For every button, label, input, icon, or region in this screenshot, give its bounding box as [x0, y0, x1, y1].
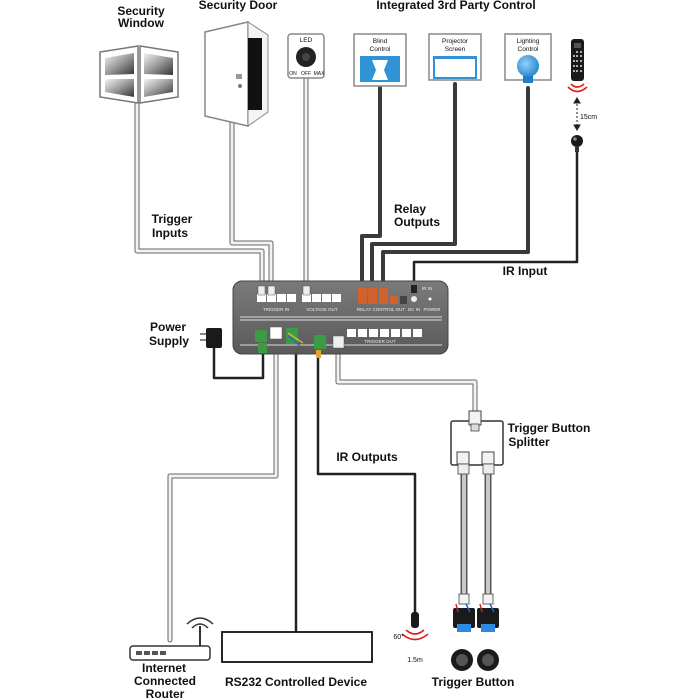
cable-power-supply	[212, 346, 265, 380]
rs232-controlled-device-box	[221, 631, 373, 663]
router-icon	[129, 617, 214, 661]
ir-emitter-icon	[411, 612, 419, 628]
rs232-device-label: RS232 Controlled Device	[225, 675, 367, 689]
panel-relay-control-out: RELAY CONTROL OUT	[357, 307, 405, 312]
router-label-3: Router	[146, 687, 185, 700]
splitter-label-1: Trigger Button	[508, 421, 591, 435]
splitter-label-2: Splitter	[508, 435, 550, 449]
projector-screen-label-1: Projector	[442, 38, 469, 45]
security-door-icon	[204, 21, 269, 127]
relay-outputs-label-1: Relay	[394, 202, 426, 216]
rs232-terminal-blocks	[255, 326, 326, 358]
led-dial-max: MAX	[314, 71, 326, 77]
ir-outputs-label: IR Outputs	[336, 450, 398, 464]
router-label-2: Connected	[134, 674, 196, 688]
relay-control-ports	[358, 288, 407, 304]
ir-in-port	[411, 285, 417, 302]
cable-ir-input	[412, 148, 579, 289]
power-supply-label-1: Power	[150, 320, 186, 334]
ir-input-label: IR Input	[503, 264, 548, 278]
cable-blind-control	[360, 86, 382, 289]
panel-trigger-in: TRIGGER IN	[263, 307, 289, 312]
trigger-button-label: Trigger Button	[432, 675, 515, 689]
panel-trigger-out: TRIGGER OUT	[364, 339, 396, 344]
projector-screen-label-2: Screen	[445, 46, 466, 53]
cable-trigger-out	[335, 345, 478, 415]
distance-arrow-icon	[573, 97, 581, 131]
panel-voltage-out: VOLTAGE OUT	[306, 307, 338, 312]
ir-emitter-range: 1.5m	[407, 657, 423, 664]
cable-router	[167, 347, 279, 643]
projector-screen-icon	[433, 57, 477, 79]
lighting-control-device: Lighting Control	[504, 33, 552, 83]
led-dial-on: ON	[289, 71, 297, 77]
power-supply-label-2: Supply	[149, 334, 189, 348]
ir-signal-icon	[567, 83, 588, 93]
cables	[134, 75, 579, 643]
ir-receiver-icon	[571, 135, 583, 152]
blind-control-device: Blind Control	[353, 33, 407, 87]
light-bulb-icon	[517, 55, 539, 77]
trigger-button-splitter	[450, 410, 504, 475]
panel-power: POWER	[423, 307, 441, 312]
security-window-icon	[99, 45, 179, 104]
controller-unit: TRIGGER IN VOLTAGE OUT RELAY CONTROL OUT…	[232, 280, 449, 358]
blind-control-label-2: Control	[370, 46, 392, 53]
router-label-1: Internet	[142, 661, 186, 675]
panel-dc-in: DC IN	[408, 307, 420, 312]
security-window-label-1: Security	[117, 4, 165, 18]
cable-projector-screen	[370, 82, 457, 289]
cable-security-door	[229, 117, 274, 290]
remote-control-icon	[571, 39, 584, 81]
security-window-label-2: Window	[118, 16, 165, 30]
trigger-button-icons	[451, 649, 499, 671]
voltage-out-ports	[302, 285, 341, 302]
cable-lighting-control	[381, 86, 530, 289]
led-dial-off: OFF	[301, 71, 311, 77]
ir-emission-icon	[401, 629, 429, 641]
lighting-control-label-1: Lighting	[517, 38, 540, 45]
panel-ir-in: IR IN	[422, 286, 432, 291]
trigger-inputs-label-2: Inputs	[152, 226, 188, 240]
trigger-out-ports	[332, 329, 422, 349]
power-adapter-icon	[200, 328, 222, 348]
integrated-control-label: Integrated 3rd Party Control	[376, 0, 535, 12]
blind-control-label-1: Blind	[373, 38, 388, 45]
cable-ir-output	[316, 356, 417, 614]
trigger-in-ports	[257, 285, 296, 302]
trigger-button-connectors	[453, 593, 499, 632]
led-dial-title: LED	[300, 37, 313, 44]
ir-input-distance: 15cm	[580, 114, 597, 121]
security-door-label: Security Door	[199, 0, 278, 12]
led-dimmer-dial: LED ON OFF MAX	[287, 33, 326, 79]
trigger-inputs-label-1: Trigger	[152, 212, 193, 226]
cable-security-window	[134, 101, 265, 290]
relay-outputs-label-2: Outputs	[394, 215, 440, 229]
projector-screen-device: Projector Screen	[428, 33, 482, 81]
ir-emitter-angle: 60°	[393, 633, 404, 641]
lighting-control-label-2: Control	[518, 46, 540, 53]
